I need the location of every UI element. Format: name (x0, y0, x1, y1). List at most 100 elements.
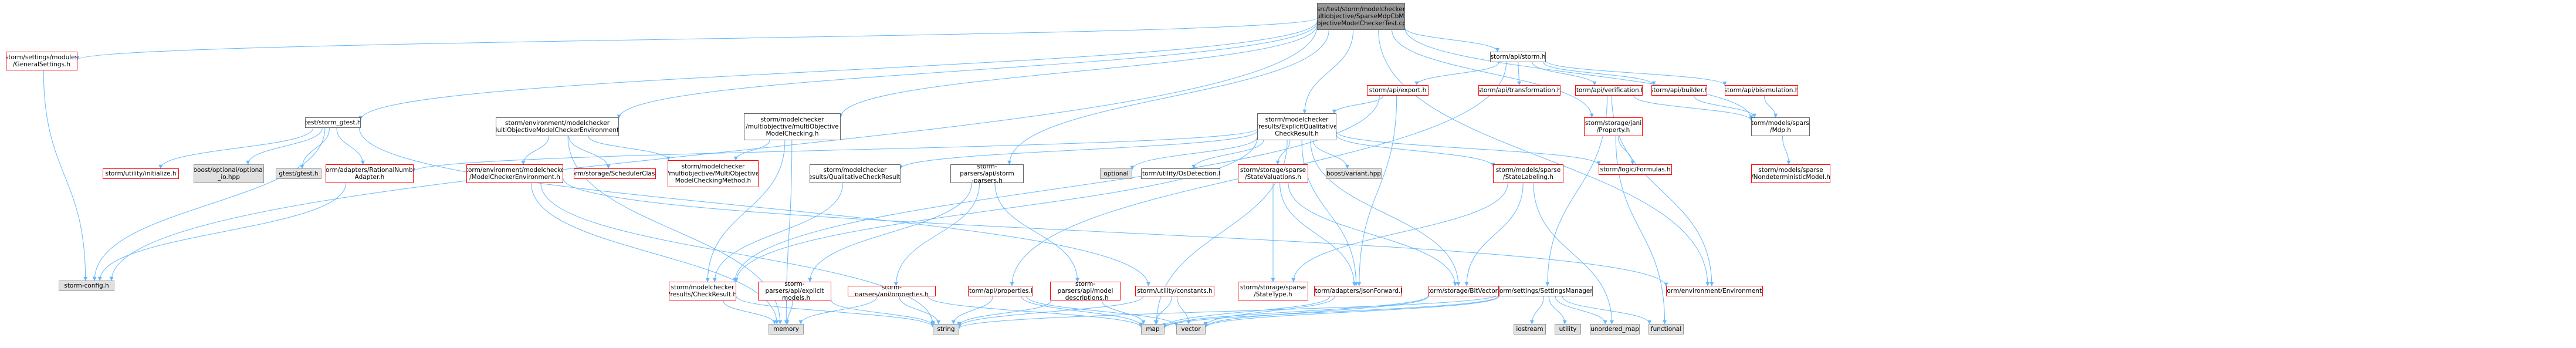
edge-state_valuations-to-bitvector (1288, 183, 1457, 286)
edge-api_storm-to-api_verification (1532, 62, 1597, 86)
edge-explicit_qual-to-state_labeling (1336, 134, 1495, 167)
edge-parsers_properties-to-map (928, 296, 1143, 328)
node-storage-jani[interactable]: storm/storage/jani /Property.h (1584, 117, 1643, 136)
edge-parsers_properties-to-memory (798, 296, 878, 325)
node-iostream: iostream (1514, 324, 1546, 335)
node-check-result[interactable]: storm/modelchecker /results/CheckResult.… (669, 282, 736, 300)
edge-state_labeling-to-state_type (1291, 183, 1508, 282)
edge-explicit_qual-to-formulas (1336, 131, 1601, 165)
node-root[interactable]: src/test/storm/modelchecker /multiobject… (1317, 3, 1405, 30)
node-gtest: gtest/gtest.h (276, 168, 321, 179)
edge-parsers_api-to-parsers_properties (893, 183, 980, 286)
node-environment[interactable]: storm/environment/Environment.h (1666, 286, 1763, 296)
edge-root-to-sparse_mdp (1404, 28, 1754, 120)
edge-api_storm-to-api_export (1414, 62, 1499, 86)
node-explicit-qual[interactable]: storm/modelchecker /results/ExplicitQual… (1257, 113, 1336, 140)
edge-settings_manager-to-map (1162, 295, 1499, 329)
edge-api_storm-to-api_transformation (1517, 62, 1522, 86)
node-storm-gtest[interactable]: test/storm_gtest.h (305, 117, 361, 128)
edge-state_valuations-to-json_forward (1279, 183, 1356, 286)
node-mo-method[interactable]: storm/modelchecker /multiobjective/Multi… (668, 160, 759, 187)
node-general-settings[interactable]: storm/settings/modules /GeneralSettings.… (6, 52, 77, 70)
node-storm-config: storm-config.h (59, 281, 114, 291)
edge-storm_gtest-to-initialize (158, 127, 314, 169)
edge-mo_env-to-scheduler_class (568, 136, 611, 169)
edge-settings_manager-to-utility (1548, 296, 1567, 325)
node-state-labeling[interactable]: storm/models/sparse /StateLabeling.h (1493, 164, 1563, 183)
edge-mc_env-to-environment (563, 178, 1668, 287)
edge-mo_env-to-mc_env (521, 136, 549, 165)
edge-api_export-to-check_result (733, 95, 1380, 282)
edge-api_properties-to-vector (1026, 296, 1179, 327)
node-api-builder[interactable]: storm/api/builder.h (1651, 85, 1707, 96)
node-bitvector[interactable]: storm/storage/BitVector.h (1429, 286, 1499, 296)
edge-general_settings-to-storm_config (43, 70, 88, 281)
node-api-properties[interactable]: storm/api/properties.h (968, 286, 1033, 296)
edge-root-to-environment (1378, 29, 1710, 286)
edge-constants-to-string (957, 296, 1143, 327)
edge-bitvector-to-map (1162, 295, 1429, 329)
edge-settings_manager-to-string (957, 293, 1499, 329)
node-api-export[interactable]: storm/api/export.h (1367, 85, 1429, 96)
node-mo-env[interactable]: storm/environment/modelchecker /MultiObj… (496, 117, 619, 136)
edge-root-to-mo_mc (838, 25, 1318, 118)
node-qual-check[interactable]: storm/modelchecker /results/QualitativeC… (810, 164, 901, 183)
edge-storm_gtest-to-gtest (300, 127, 330, 169)
node-os-detection[interactable]: storm/utility/OsDetection.h (1141, 168, 1220, 179)
node-utility: utility (1555, 324, 1581, 335)
node-constants[interactable]: storm/utility/constants.h (1135, 286, 1214, 296)
node-nondet-model[interactable]: storm/models/sparse /NondeterministicMod… (1751, 164, 1830, 183)
edge-qual_check-to-check_result (712, 183, 844, 282)
edge-root-to-explicit_qual (1302, 29, 1354, 114)
edge-settings_manager-to-iostream (1529, 296, 1544, 325)
node-optional-io: boost/optional/optional _io.hpp (194, 164, 264, 183)
edge-explicit_qual-to-os_detection (1191, 140, 1264, 169)
node-api-storm[interactable]: storm/api/storm.h (1490, 52, 1546, 62)
node-parsers-model-desc[interactable]: storm-parsers/api/model _descriptions.h (1050, 282, 1121, 300)
node-parsers-properties[interactable]: storm-parsers/api/properties.h (848, 286, 936, 296)
node-initialize[interactable]: storm/utility/initialize.h (103, 168, 179, 179)
edge-api_verification-to-sparse_mdp (1633, 95, 1754, 121)
node-memory: memory (769, 324, 804, 335)
edge-explicit_qual-to-qual_check (898, 130, 1258, 170)
edge-explicit_qual-to-variant (1312, 140, 1350, 169)
edge-constants-to-map (1153, 296, 1172, 325)
node-mo-mc[interactable]: storm/modelchecker /multiobjective/multi… (744, 113, 841, 140)
node-parsers-api[interactable]: storm-parsers/api/storm -parsers.h (950, 164, 1024, 183)
edge-storm_gtest-to-constants (359, 127, 1150, 286)
edge-api_bisimulation-to-sparse_mdp (1763, 95, 1778, 118)
edge-storage_jani-to-formulas (1617, 136, 1635, 165)
edge-root-to-general_settings (75, 18, 1318, 60)
edge-parsers_explicit-to-string (831, 300, 935, 327)
edge-storm_gtest-to-storm_config (92, 127, 326, 281)
edge-explicit_qual-to-state_valuations (1275, 140, 1291, 165)
node-settings-manager[interactable]: storm/settings/SettingsManager.h (1499, 286, 1593, 296)
edge-state_labeling-to-unordered_map (1533, 183, 1614, 325)
edge-state_labeling-to-bitvector (1464, 183, 1524, 286)
edge-check_result-to-memory (723, 300, 777, 325)
node-mc-env[interactable]: storm/environment/modelchecker /ModelChe… (466, 164, 563, 183)
node-api-transformation[interactable]: storm/api/transformation.h (1478, 85, 1561, 96)
edge-root-to-storage_jani (1392, 29, 1594, 118)
node-parsers-explicit[interactable]: storm-parsers/api/explicit _models.h (758, 282, 831, 300)
node-json-forward[interactable]: storm/adapters/JsonForward.h (1314, 286, 1402, 296)
edge-root-to-parsers_api (1007, 29, 1329, 165)
node-state-type[interactable]: storm/storage/sparse /StateType.h (1238, 282, 1308, 300)
node-variant: boost/variant.hpp (1326, 168, 1382, 179)
node-state-valuations[interactable]: storm/storage/sparse /StateValuations.h (1238, 164, 1308, 183)
edge-api_storm-to-api_bisimulation (1545, 60, 1727, 86)
edge-settings_manager-to-functional (1562, 296, 1652, 325)
edge-sparse_mdp-to-nondet_model (1782, 136, 1791, 165)
node-string: string (933, 324, 959, 335)
edge-json_forward-to-vector (1203, 296, 1336, 326)
node-sparse-mdp[interactable]: storm/models/sparse /Mdp.h (1751, 117, 1810, 136)
edge-explicit_qual-to-bitvector (1310, 140, 1461, 286)
edge-api_export-to-json_forward (1357, 95, 1397, 286)
node-rational-adapter[interactable]: storm/adapters/RationalNumber Adapter.h (326, 164, 414, 183)
node-formulas[interactable]: storm/logic/Formulas.h (1599, 164, 1672, 175)
edge-mc_env-to-memory (530, 183, 779, 325)
edge-api_properties-to-string (951, 296, 993, 325)
node-api-bisimulation[interactable]: storm/api/bisimulation.h (1725, 85, 1798, 96)
node-api-verification[interactable]: storm/api/verification.h (1575, 85, 1643, 96)
